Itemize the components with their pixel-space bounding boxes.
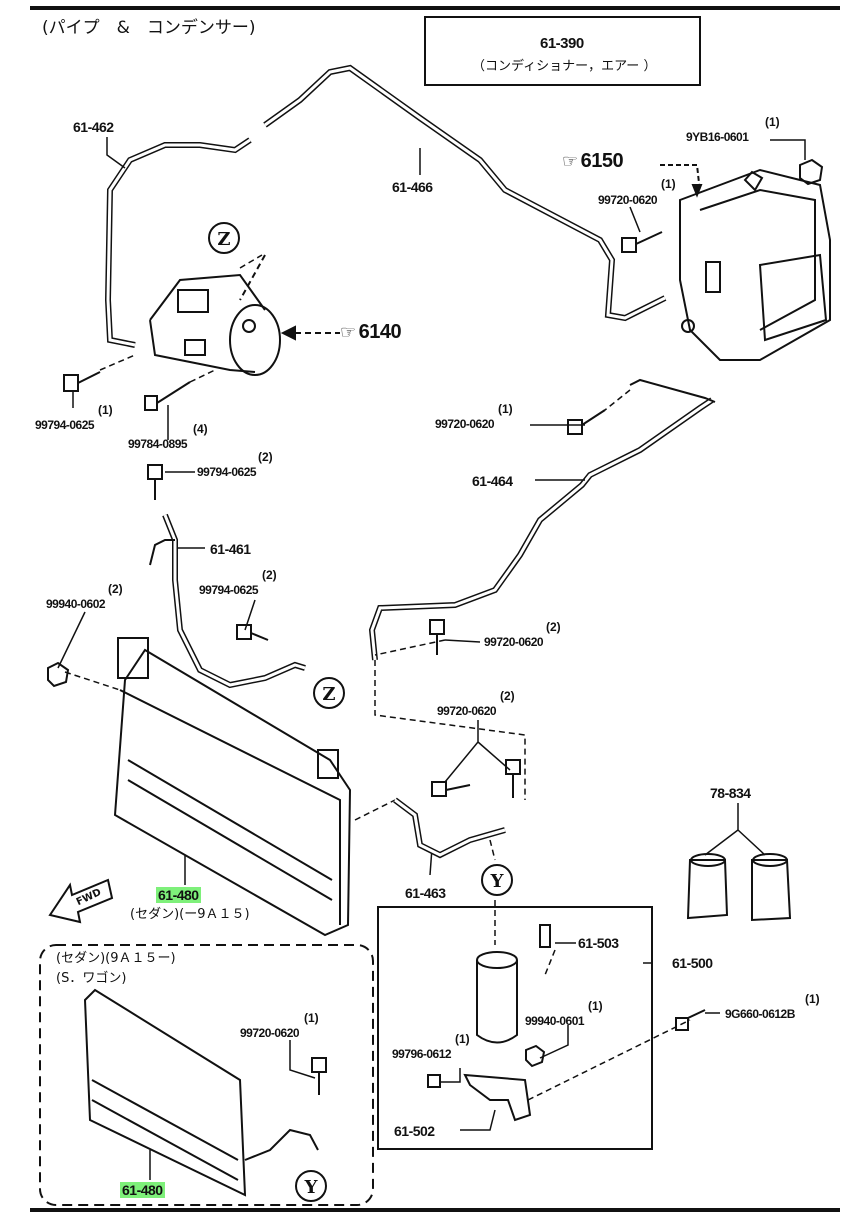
- label-61-500: 61-500: [672, 955, 713, 971]
- leader-lines: [57, 137, 806, 1180]
- ref-6150-number: 6150: [580, 150, 624, 172]
- qty-9g660: (1): [805, 992, 820, 1006]
- pointing-hand-icon: ☞: [562, 151, 578, 172]
- ref-6140: ☞6140: [340, 321, 402, 343]
- label-99720-0620-b: 99720-0620: [435, 417, 495, 431]
- ref-6150: ☞6150: [562, 150, 624, 172]
- receiver-kit-box: [377, 906, 653, 1150]
- label-99720-0620-e: 99720-0620: [240, 1026, 300, 1040]
- highlight-61-480-upper: 61-480: [156, 887, 201, 903]
- qty-99940-b: (1): [588, 999, 603, 1013]
- qty-99720-c: (2): [546, 620, 561, 634]
- pipe-61-464: [368, 397, 714, 661]
- note-variant-line1: (セダン)(9Ａ１５ー): [56, 951, 176, 966]
- fwd-arrow: [48, 878, 114, 924]
- label-99794-0625-a: 99794-0625: [35, 418, 95, 432]
- label-61-503: 61-503: [578, 935, 619, 951]
- label-61-502: 61-502: [394, 1123, 435, 1139]
- qty-99940-a: (2): [108, 582, 123, 596]
- highlight-61-480-lower: 61-480: [120, 1182, 165, 1198]
- note-sedan-upto: (セダン)(ー9Ａ１５): [130, 907, 250, 922]
- label-99940-0601: 99940-0601: [525, 1014, 585, 1028]
- qty-99794-b: (2): [258, 450, 273, 464]
- ref-box-caption: （コンディショナー，エアー ）: [472, 59, 657, 74]
- qty-99720-b: (1): [498, 402, 513, 416]
- label-61-462: 61-462: [73, 119, 114, 135]
- bolt-drawings: [47, 158, 824, 1095]
- dashed-connectors: [64, 254, 691, 1101]
- qty-99720-a: (1): [661, 177, 676, 191]
- label-99796-0612: 99796-0612: [392, 1047, 452, 1061]
- qty-99794-a: (1): [98, 403, 113, 417]
- label-99794-0625-c: 99794-0625: [199, 583, 259, 597]
- pointing-hand-icon: ☞: [340, 322, 356, 343]
- label-99720-0620-a: 99720-0620: [598, 193, 658, 207]
- callout-y-bottom: Y: [295, 1170, 327, 1202]
- pipe-61-463: [393, 797, 506, 859]
- label-61-461: 61-461: [210, 541, 251, 557]
- callout-y-mid: Y: [481, 864, 513, 896]
- qty-9yb16: (1): [765, 115, 780, 129]
- condenser-lower-drawing: [83, 988, 319, 1197]
- label-61-466: 61-466: [392, 179, 433, 195]
- caps-drawing: [686, 853, 792, 922]
- evaporator-drawing: [679, 168, 831, 361]
- compressor-drawing: [149, 273, 281, 376]
- receiver-drier-drawing: [463, 924, 551, 1122]
- label-61-464: 61-464: [472, 473, 513, 489]
- ref-box-number: 61-390: [540, 35, 584, 52]
- label-61-463: 61-463: [405, 885, 446, 901]
- label-61-480-upper: 61-480: [156, 887, 201, 903]
- qty-99784: (4): [193, 422, 208, 436]
- note-variant-line2: (S．ワゴン): [56, 971, 127, 986]
- label-99940-0602: 99940-0602: [46, 597, 106, 611]
- qty-99796: (1): [455, 1032, 470, 1046]
- callout-z-top: Z: [208, 222, 240, 254]
- ref-6140-number: 6140: [358, 321, 402, 343]
- qty-99720-e: (1): [304, 1011, 319, 1025]
- variant-box: [39, 944, 374, 1206]
- label-99784-0895: 99784-0895: [128, 437, 188, 451]
- callout-z-mid: Z: [313, 677, 345, 709]
- label-99720-0620-d: 99720-0620: [437, 704, 497, 718]
- label-99720-0620-c: 99720-0620: [484, 635, 544, 649]
- label-61-480-lower: 61-480: [120, 1182, 165, 1198]
- qty-99794-c: (2): [262, 568, 277, 582]
- page-title: (パイプ & コンデンサー): [42, 18, 256, 38]
- label-9g660-0612b: 9G660-0612B: [725, 1007, 795, 1021]
- label-99794-0625-b: 99794-0625: [197, 465, 257, 479]
- label-78-834: 78-834: [710, 785, 751, 801]
- qty-99720-d: (2): [500, 689, 515, 703]
- ref-box-outline: [424, 16, 701, 86]
- label-9yb16-0601: 9YB16-0601: [686, 130, 749, 144]
- condenser-upper-drawing: [113, 637, 352, 937]
